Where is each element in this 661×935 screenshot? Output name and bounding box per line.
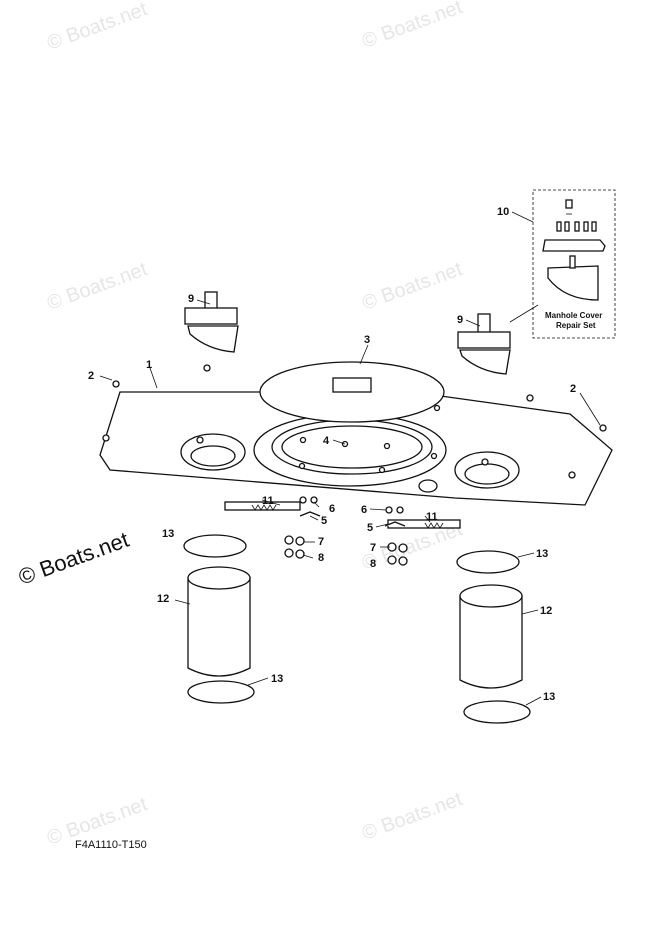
left-cup-holder bbox=[180, 433, 246, 471]
repair-set-label-2: Repair Set bbox=[556, 321, 596, 330]
repair-hinge-plate bbox=[542, 239, 606, 252]
callout-13-upper-left: 13 bbox=[162, 528, 174, 540]
repair-latch bbox=[547, 265, 599, 301]
callout-13-upper-right: 13 bbox=[536, 548, 548, 560]
callout-7-left: 7 bbox=[318, 536, 324, 548]
repair-set-label-1: Manhole Cover bbox=[545, 311, 602, 320]
callout-6-right: 6 bbox=[361, 504, 367, 516]
watermark-bottom-right: © Boats.net bbox=[359, 788, 465, 845]
left-spring bbox=[224, 501, 301, 511]
right-lower-ring bbox=[463, 700, 531, 724]
panel-screws bbox=[102, 364, 607, 479]
callout-2-right: 2 bbox=[570, 383, 576, 395]
callout-8-left: 8 bbox=[318, 552, 324, 564]
callout-12-left: 12 bbox=[157, 593, 169, 605]
callout-10: 10 bbox=[497, 206, 509, 218]
leader-lines bbox=[99, 211, 601, 706]
callout-8-right: 8 bbox=[370, 558, 376, 570]
watermark-mid-right: © Boats.net bbox=[359, 258, 465, 315]
callout-1: 1 bbox=[146, 359, 152, 371]
right-cup bbox=[456, 550, 531, 724]
callout-9-left: 9 bbox=[188, 293, 194, 305]
watermark-top-left: © Boats.net bbox=[44, 0, 150, 55]
left-upper-ring bbox=[183, 534, 247, 558]
watermark-top-right: © Boats.net bbox=[359, 0, 465, 53]
callout-12-right: 12 bbox=[540, 605, 552, 617]
callout-3: 3 bbox=[364, 334, 370, 346]
left-lower-ring bbox=[187, 680, 255, 704]
callout-9-right: 9 bbox=[457, 314, 463, 326]
callout-13-lower-left: 13 bbox=[271, 673, 283, 685]
left-cup bbox=[183, 534, 255, 704]
watermark-prominent: © Boats.net bbox=[15, 527, 132, 590]
callout-5-left: 5 bbox=[321, 515, 327, 527]
callouts: 9 9 10 1 2 2 3 4 11 11 6 6 5 5 7 7 8 8 1… bbox=[88, 206, 576, 703]
callout-13-lower-right: 13 bbox=[543, 691, 555, 703]
callout-4: 4 bbox=[323, 435, 330, 447]
repair-set-box: Manhole Cover Repair Set bbox=[532, 189, 616, 339]
watermark-mid-left: © Boats.net bbox=[44, 258, 150, 315]
manhole-cover bbox=[259, 361, 445, 423]
diagram-code: F4A1110-T150 bbox=[75, 839, 147, 851]
callout-2-left: 2 bbox=[88, 370, 94, 382]
right-latch bbox=[457, 313, 511, 375]
callout-5-right: 5 bbox=[367, 522, 373, 534]
callout-7-right: 7 bbox=[370, 542, 376, 554]
right-cup-holder bbox=[454, 451, 520, 489]
right-upper-ring bbox=[456, 550, 520, 574]
left-latch bbox=[184, 291, 239, 353]
callout-11-right: 11 bbox=[426, 511, 438, 523]
callout-6-left: 6 bbox=[329, 503, 335, 515]
right-hardware bbox=[384, 506, 408, 566]
callout-11-left: 11 bbox=[262, 495, 274, 507]
repair-screws bbox=[556, 221, 597, 232]
left-hardware bbox=[284, 496, 321, 559]
